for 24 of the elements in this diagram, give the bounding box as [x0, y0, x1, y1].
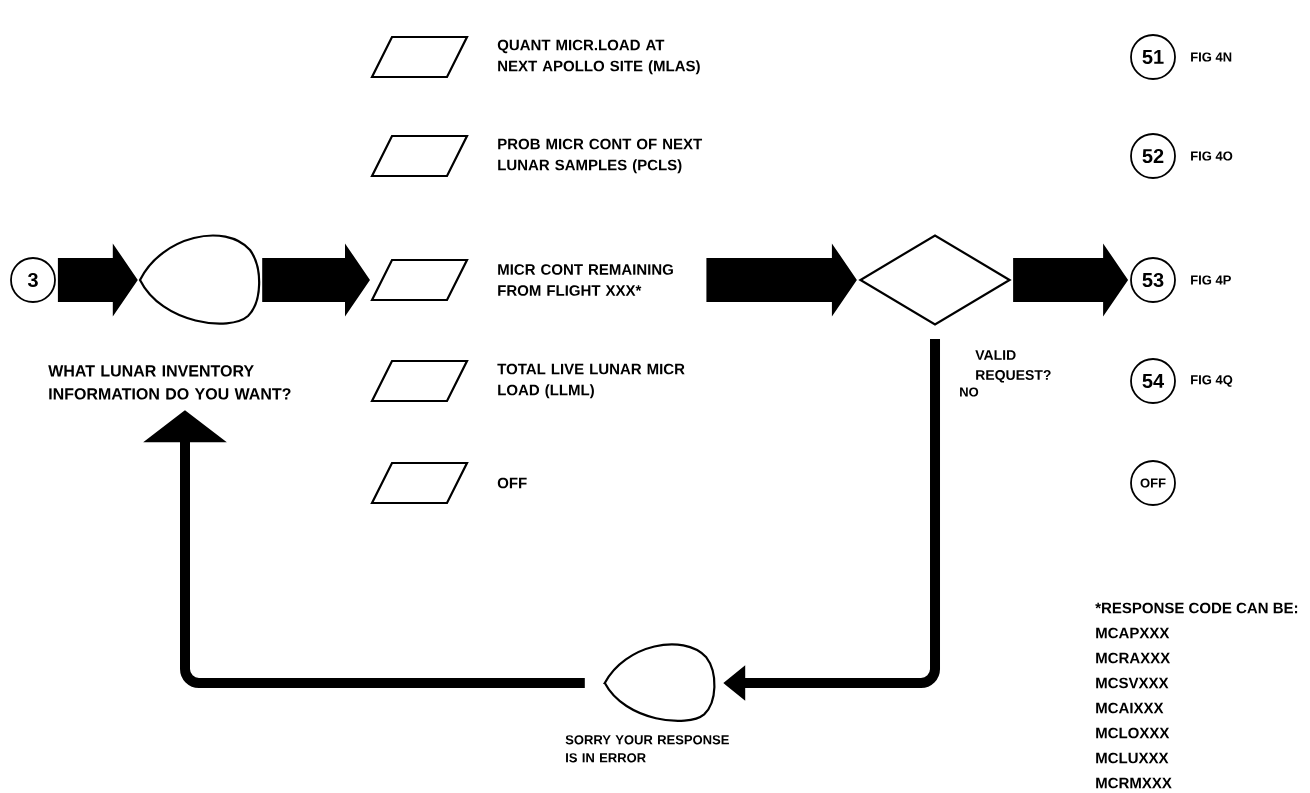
figure-reference: FIG 4N [1191, 52, 1232, 62]
figure-reference: FIG 4Q [1191, 375, 1233, 387]
footnote-text: MCLUXXX [1096, 752, 1169, 764]
input-parallelogram: OFF [370, 461, 527, 505]
node-label: QUANT MICR.LOAD AT NEXT APOLLO SITE (MLAS) [497, 39, 700, 75]
footnote-text: MCRMXXX [1096, 777, 1172, 789]
node-label: VALID REQUEST? [975, 350, 1051, 383]
node-label: TOTAL LIVE LUNAR MICR LOAD (LLML) [497, 363, 685, 399]
footnote-text: MCAPXXX [1096, 627, 1170, 639]
node-label: PROB MICR CONT OF NEXT LUNAR SAMPLES (PCLS) [498, 138, 703, 174]
input-parallelogram: QUANT MICR.LOAD AT NEXT APOLLO SITE (MLAS) [370, 35, 700, 79]
footnote-text: MCAIXXX [1096, 702, 1164, 714]
input-parallelogram: TOTAL LIVE LUNAR MICR LOAD (LLML) [370, 359, 685, 403]
node-label: OFF [497, 477, 527, 489]
edge-label: NO [958, 386, 980, 398]
node-label: MICR CONT REMAINING FROM FLIGHT XXX* [498, 264, 673, 296]
figure-reference: FIG 4P [1191, 275, 1231, 285]
footnote-text: MCSVXXX [1096, 677, 1169, 689]
footnote-text: MCLOXXX [1096, 727, 1170, 739]
figure-reference: FIG 4O [1191, 151, 1233, 161]
footnote-text: *RESPONSE CODE CAN BE: [1095, 602, 1298, 614]
footnote-text: MCRAXXX [1096, 652, 1171, 664]
input-parallelogram: PROB MICR CONT OF NEXT LUNAR SAMPLES (PCLS) [370, 134, 703, 178]
input-parallelogram: MICR CONT REMAINING FROM FLIGHT XXX* [370, 258, 673, 302]
